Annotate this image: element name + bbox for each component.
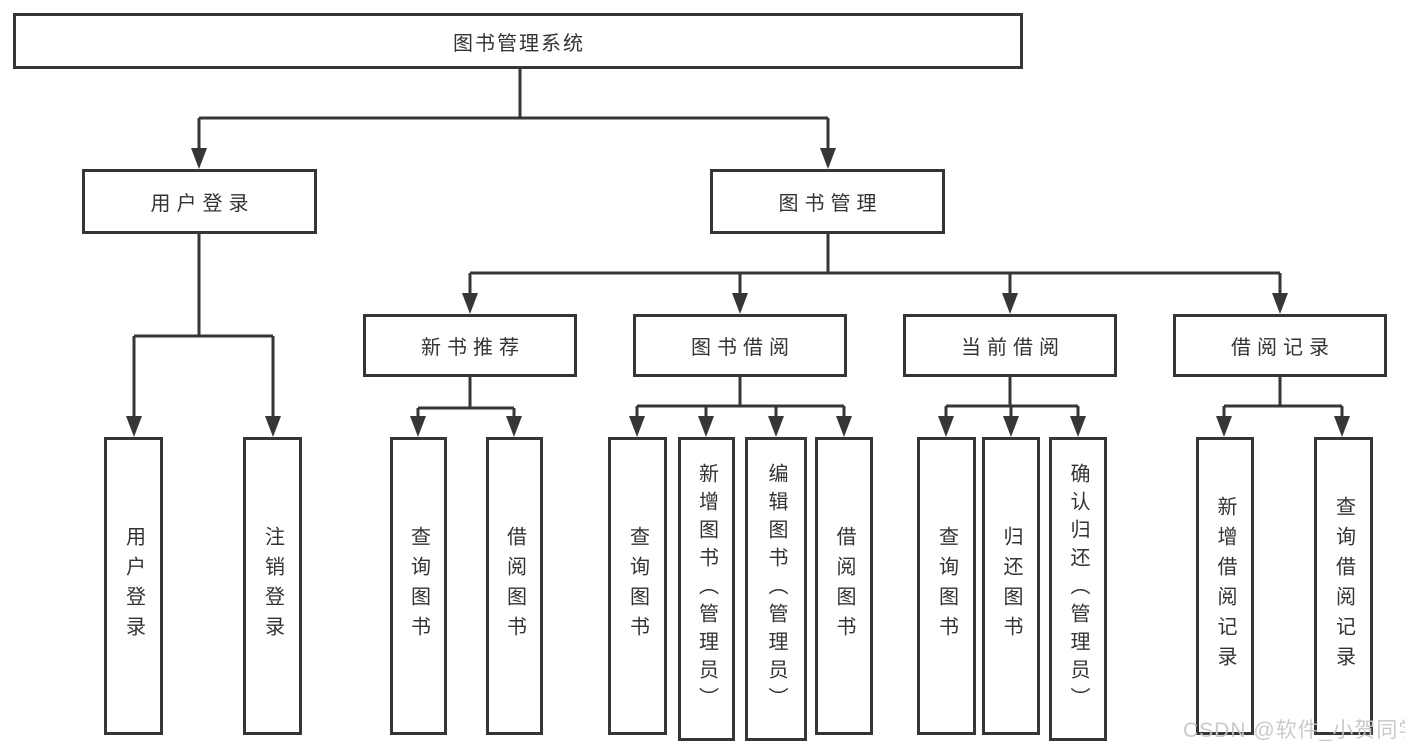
node-library-management-system: 图书管理系统 (13, 13, 1023, 69)
node-book-management: 图书管理 (710, 169, 945, 234)
leaf-query-books-borrow: 查询图书 (608, 437, 667, 735)
leaf-query-books-recommend: 查询图书 (390, 437, 447, 735)
leaf-query-books-current: 查询图书 (917, 437, 976, 735)
leaf-add-borrow-record: 新增借阅记录 (1196, 437, 1254, 735)
node-current-borrow: 当前借阅 (903, 314, 1117, 377)
node-user-login: 用户登录 (82, 169, 317, 234)
node-book-borrow: 图书借阅 (633, 314, 847, 377)
leaf-borrow-books: 借阅图书 (815, 437, 873, 735)
leaf-return-book: 归还图书 (982, 437, 1040, 735)
leaf-add-book-admin: 新增图书（管理员） (678, 437, 735, 741)
node-borrow-records: 借阅记录 (1173, 314, 1387, 377)
leaf-confirm-return-admin: 确认归还（管理员） (1049, 437, 1107, 741)
watermark: CSDN @软件_小贺同学 (1183, 719, 1405, 742)
node-new-book-recommend: 新书推荐 (363, 314, 577, 377)
leaf-logout: 注销登录 (243, 437, 302, 735)
leaf-edit-book-admin: 编辑图书（管理员） (745, 437, 807, 741)
leaf-query-borrow-record: 查询借阅记录 (1314, 437, 1373, 735)
leaf-borrow-books-recommend: 借阅图书 (486, 437, 543, 735)
leaf-user-login: 用户登录 (104, 437, 163, 735)
